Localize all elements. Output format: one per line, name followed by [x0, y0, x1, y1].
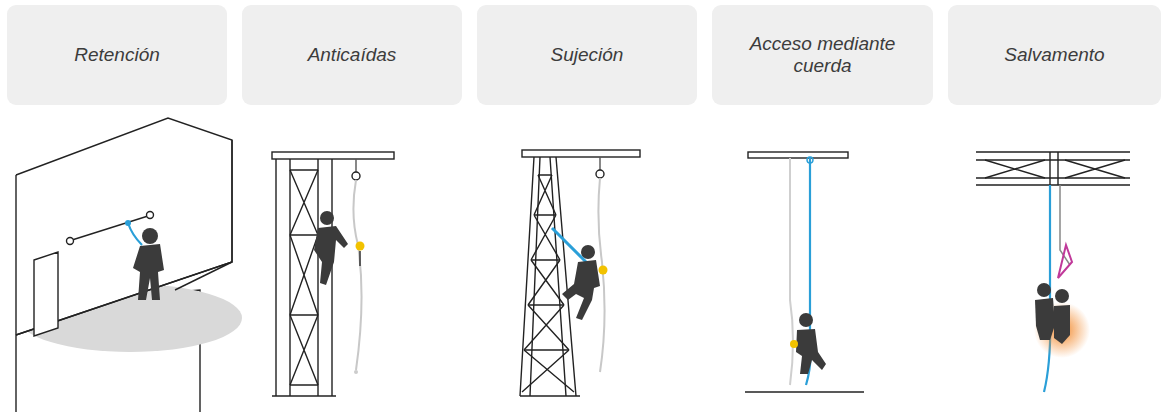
header-box: Sujeción — [477, 5, 697, 105]
worker-figure — [314, 211, 365, 285]
rope-access-rig — [745, 152, 864, 392]
rescue-figures — [1035, 283, 1070, 344]
header-label: Salvamento — [1004, 44, 1104, 66]
header-box: Anticaídas — [242, 5, 462, 105]
header-box: Salvamento — [948, 5, 1161, 105]
tower-frame — [272, 152, 394, 396]
header-box: Retención — [7, 5, 227, 105]
header-label: Sujeción — [551, 44, 624, 66]
roof-scene — [16, 118, 242, 412]
worker-figure — [790, 313, 826, 374]
worker-figure — [562, 245, 608, 320]
header-label: Retención — [74, 44, 160, 66]
header-box: Acceso mediante cuerda — [712, 5, 933, 105]
header-label: Acceso mediante cuerda — [743, 33, 903, 77]
worker-figure — [133, 228, 164, 300]
header-label: Anticaídas — [308, 44, 397, 66]
truss-beam — [976, 152, 1130, 392]
lattice-tower — [520, 150, 640, 396]
